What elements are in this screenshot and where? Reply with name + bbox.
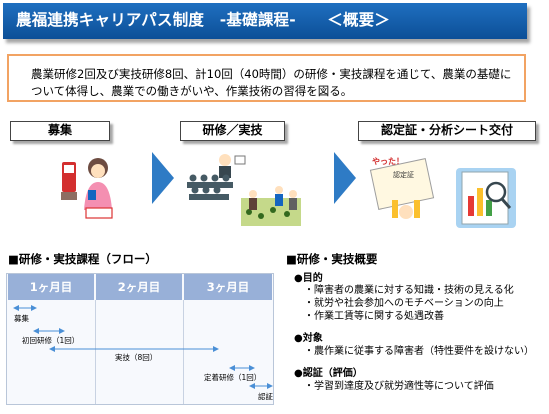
overview-heading: ■研修・実技概要 [286, 252, 378, 266]
purpose-item: ・障害者の農業に対する知識・技術の見える化 [304, 285, 514, 296]
training-illustration [183, 150, 301, 228]
flow-item-initial-training: 初回研修（1回） [22, 336, 80, 345]
month-divider [95, 300, 96, 404]
certification-item: ・学習到達度及び就労適性等について評価 [304, 381, 494, 392]
purpose-item: ・就労や社会参加へのモチベーションの向上 [304, 298, 504, 309]
flow-item-followup-training: 定着研修（1回） [204, 373, 262, 382]
purpose-title: ●目的 [294, 273, 323, 284]
step-training-label: 研修／実技 [180, 121, 285, 141]
month-divider [183, 300, 184, 404]
target-item: ・農作業に従事する障害者（特性要件を設けない） [304, 346, 534, 357]
recruitment-illustration [48, 150, 128, 225]
step-recruitment-label: 募集 [10, 121, 110, 141]
page-title: 農福連携キャリアパス制度 -基礎課程- ＜概要＞ [16, 11, 391, 29]
certificate-exclaim-text: やった！ [372, 157, 404, 166]
analysis-sheet-illustration [452, 164, 522, 232]
certificate-illustration [362, 150, 442, 222]
flow-arrows [13, 305, 273, 389]
flow-arrow-2 [334, 152, 356, 204]
flow-arrow-1 [152, 152, 174, 204]
month-2-header: 2ヶ月目 [96, 274, 182, 300]
target-title: ●対象 [294, 333, 323, 344]
step-certificate-label: 認定証・分析シート交付 [358, 121, 536, 141]
flow-item-certification: 認証 [258, 392, 273, 401]
summary-text: 農業研修2回及び実技研修8回、計10回（40時間）の研修・実技課程を通じて、農業… [31, 67, 512, 98]
month-3-header: 3ヶ月目 [184, 274, 272, 300]
title-bar [3, 3, 527, 39]
flow-heading: ■研修・実技課程（フロー） [8, 252, 157, 266]
certification-title: ●認証（評価） [294, 368, 363, 379]
flow-item-practice: 実技（8回） [115, 353, 158, 362]
certificate-doc-label: 認定証 [393, 171, 414, 179]
summary-box: 農業研修2回及び実技研修8回、計10回（40時間）の研修・実技課程を通じて、農業… [7, 54, 526, 102]
purpose-item: ・作業工賃等に関する処遇改善 [304, 311, 444, 322]
month-1-header: 1ヶ月目 [8, 274, 94, 300]
flow-item-recruit: 募集 [14, 314, 29, 323]
